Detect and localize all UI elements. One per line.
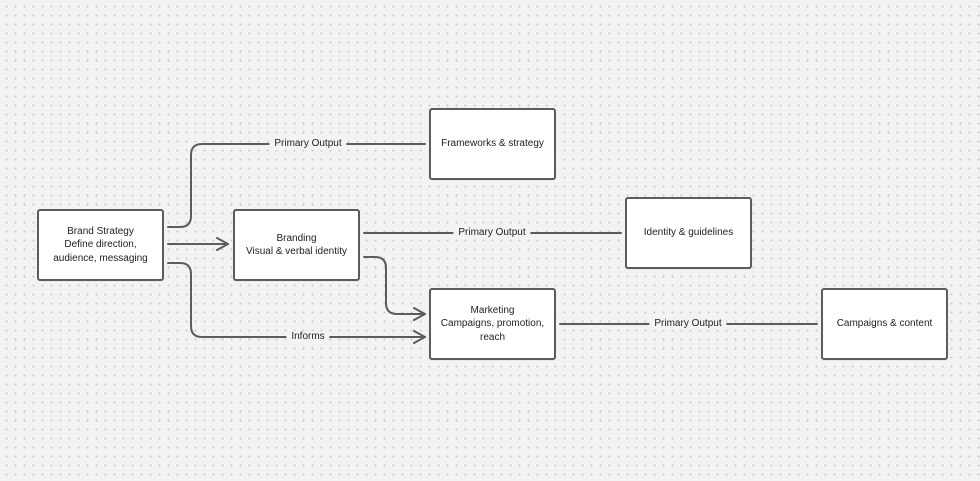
node-brand-strategy[interactable]: Brand Strategy Define direction, audienc…	[37, 209, 164, 281]
node-identity-guidelines-title: Identity & guidelines	[643, 227, 734, 239]
node-campaigns-content[interactable]: Campaigns & content	[821, 288, 948, 360]
node-frameworks-strategy-title: Frameworks & strategy	[441, 138, 544, 150]
node-brand-strategy-title: Brand Strategy	[67, 225, 134, 237]
node-frameworks-strategy[interactable]: Frameworks & strategy	[429, 108, 556, 180]
node-marketing-title: Marketing	[470, 304, 515, 316]
edge-label-strategy-primary-output: Primary Output	[269, 138, 347, 150]
edge-label-branding-primary-output: Primary Output	[453, 227, 531, 239]
node-branding-title: Branding	[276, 232, 317, 244]
connector-strategy-informs-marketing	[167, 262, 426, 344]
edge-label-marketing-primary-output: Primary Output	[649, 318, 727, 330]
connector-strategy-to-frameworks	[167, 143, 426, 228]
node-branding-line2: Visual & verbal identity	[246, 246, 347, 257]
node-marketing-line3: reach	[479, 331, 505, 343]
node-campaigns-content-title: Campaigns & content	[836, 318, 933, 330]
node-brand-strategy-line3: audience, messaging	[53, 252, 148, 264]
node-branding[interactable]: Branding Visual & verbal identity	[233, 209, 360, 281]
node-marketing[interactable]: Marketing Campaigns, promotion, reach	[429, 288, 556, 360]
edge-label-informs: Informs	[286, 331, 330, 343]
connector-branding-to-marketing	[363, 256, 426, 321]
node-brand-strategy-line2: Define direction,	[64, 239, 137, 251]
node-marketing-line2: Campaigns, promotion,	[440, 318, 545, 330]
node-identity-guidelines[interactable]: Identity & guidelines	[625, 197, 752, 269]
